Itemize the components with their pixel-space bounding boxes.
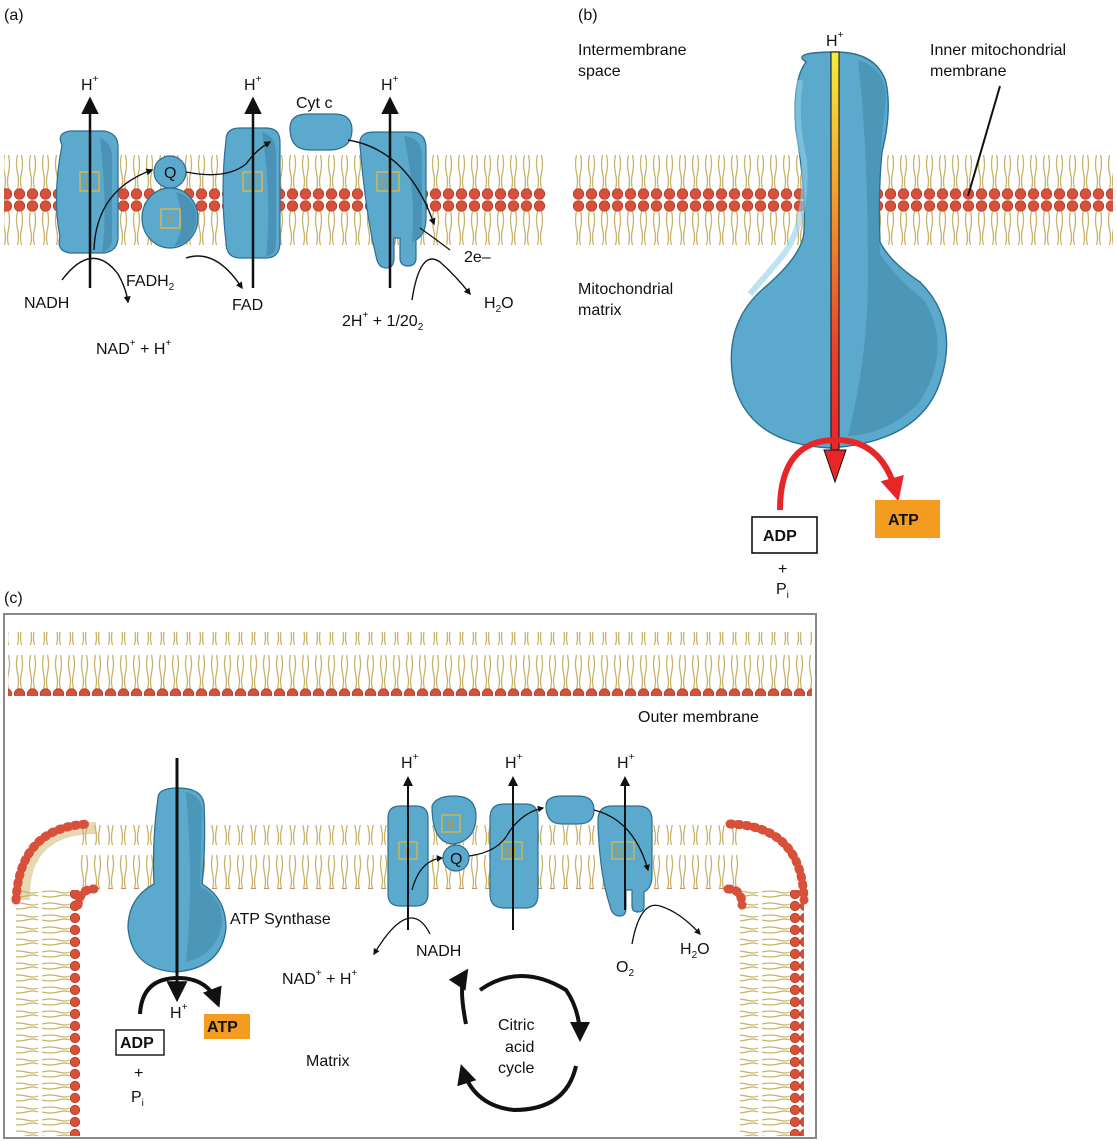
- complex-iv-c-label: IV: [615, 843, 629, 859]
- q-c-label: Q: [450, 851, 462, 868]
- atp-synthase-label: ATP Synthase: [230, 911, 331, 928]
- matrix-label-b-2: matrix: [578, 302, 622, 319]
- nad-plus-label: NAD+ + H+: [96, 338, 171, 358]
- complex-ii-label: II: [166, 211, 174, 227]
- fadh2-label: FADH2: [126, 273, 175, 293]
- electron-path-i-to-q: [93, 168, 154, 251]
- adp-label-c: ADP: [120, 1035, 154, 1052]
- atp-box-b: ATP: [875, 500, 940, 538]
- h-plus-iv: H+: [381, 74, 399, 94]
- matrix-label-c: Matrix: [306, 1053, 350, 1070]
- fadh2-arrow: [185, 255, 243, 290]
- citric-label-2: acid: [505, 1039, 534, 1056]
- adp-to-atp-arrow-b: [777, 436, 904, 511]
- inner-membrane-right: [740, 890, 804, 1136]
- ubiquinone-q: Q: [153, 155, 187, 189]
- nadh-label: NADH: [24, 295, 69, 312]
- inner-membrane-pointer: [967, 85, 1001, 197]
- q-label: Q: [164, 165, 176, 182]
- o2-label-c: O2: [616, 959, 634, 979]
- water-label-a: H2O: [484, 295, 514, 315]
- adp-to-atp-arrow-c: [138, 975, 222, 1015]
- outer-membrane: [8, 632, 812, 696]
- electron-path-c-3: [593, 809, 650, 872]
- electron-path-cytc-to-iv: [347, 139, 436, 226]
- nadh-arrow-c: [373, 917, 431, 956]
- inner-membrane-right-arc-inner: [723, 884, 747, 910]
- intermembrane-label-1: Intermembrane: [578, 42, 687, 59]
- h-plus-c-i: H+: [401, 752, 419, 772]
- atp-label-b: ATP: [888, 512, 919, 529]
- h-plus-c-synthase: H+: [170, 1002, 188, 1022]
- h-plus-c-iv: H+: [617, 752, 635, 772]
- complex-ii-c-label: II: [447, 816, 455, 832]
- rotor-stalk: [830, 51, 840, 453]
- o2-to-water-arrow: [411, 258, 471, 301]
- inner-membrane-label-2: membrane: [930, 63, 1007, 80]
- inner-membrane-label-1: Inner mitochondrial: [930, 42, 1066, 59]
- inner-membrane-left-arc-inner: [73, 884, 99, 910]
- complex-iv-label: IV: [380, 174, 394, 190]
- q-c: Q: [442, 844, 470, 872]
- cytochrome-c: Cyt c: [289, 95, 353, 151]
- outer-membrane-label: Outer membrane: [638, 709, 759, 726]
- complex-iv: IV: [359, 131, 427, 269]
- inner-membrane-left: [16, 890, 80, 1136]
- nad-plus-label-c: NAD+ + H+: [282, 968, 357, 988]
- atp-label-c: ATP: [207, 1019, 238, 1036]
- pi-label-c: Pi: [131, 1089, 144, 1109]
- electron-path-q-to-cytc: [185, 141, 272, 176]
- adp-label-b: ADP: [763, 528, 797, 545]
- fad-label: FAD: [232, 297, 263, 314]
- citric-label-1: Citric: [498, 1017, 534, 1034]
- complex-ii-c: II: [431, 795, 477, 845]
- complex-ii: II: [141, 187, 199, 249]
- citric-acid-cycle: Citric acid cycle: [448, 968, 590, 1113]
- h-plus-iii: H+: [244, 74, 262, 94]
- complex-i: I: [55, 130, 119, 254]
- panel-a-label: (a): [4, 7, 24, 24]
- complex-i-label: I: [85, 174, 89, 190]
- two-e-arrow: [419, 227, 451, 251]
- adp-box-b: ADP: [751, 516, 818, 554]
- cyt-c-label: Cyt c: [296, 95, 332, 112]
- electron-path-c-1: [411, 855, 444, 891]
- nadh-arrow: [61, 257, 131, 304]
- stalk-arrowhead: [823, 449, 847, 484]
- cyt-c-c: [545, 795, 595, 825]
- panel-b: (b) H+ Intermembrane space Inner mitocho…: [573, 7, 1113, 601]
- complex-iii-c-label: III: [505, 843, 517, 859]
- o2-water-arrow-c: [631, 904, 701, 945]
- h-plus-b: H+: [826, 30, 844, 50]
- two-h-o2-label: 2H+ + 1/202: [342, 310, 424, 333]
- panel-a: (a) I II Q III C: [4, 7, 547, 358]
- h-plus-c-iii: H+: [505, 752, 523, 772]
- citric-label-3: cycle: [498, 1060, 535, 1077]
- inner-membrane-right-arc: [725, 819, 809, 905]
- panel-c-label: (c): [4, 590, 23, 607]
- panel-c: (c) Outer membrane ATP Synthase H+ ADP +…: [3, 590, 817, 1139]
- complex-iii: III: [222, 127, 281, 259]
- plus-sign-b: +: [778, 561, 787, 578]
- inner-membrane-left-arc: [11, 819, 95, 905]
- nadh-label-c: NADH: [416, 943, 461, 960]
- electron-path-c-2: [468, 805, 545, 857]
- water-label-c: H2O: [680, 941, 710, 961]
- h-plus-i: H+: [81, 74, 99, 94]
- plus-sign-c: +: [134, 1065, 143, 1082]
- matrix-label-b-1: Mitochondrial: [578, 281, 673, 298]
- adp-box-c: ADP: [115, 1029, 165, 1056]
- intermembrane-label-2: space: [578, 63, 621, 80]
- two-e-label: 2e–: [464, 249, 491, 266]
- atp-box-c: ATP: [204, 1014, 250, 1039]
- panel-b-label: (b): [578, 7, 598, 24]
- pi-label-b: Pi: [776, 581, 789, 601]
- complex-i-c-label: I: [405, 843, 409, 859]
